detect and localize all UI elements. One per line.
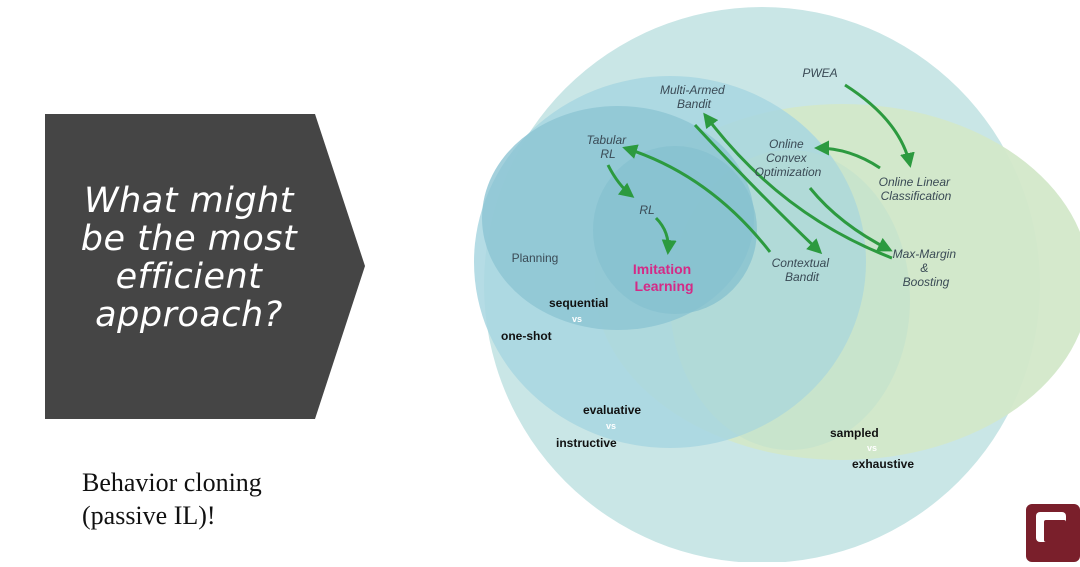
question-line: efficient [115, 257, 263, 297]
node-imitation-learning: Imitation Learning [633, 261, 695, 294]
arrow-mab-to-contextual [693, 123, 823, 255]
node-online-linear-classification: Online Linear Classification [879, 175, 954, 203]
axis-exhaustive: exhaustive [852, 457, 914, 471]
node-online-convex-optimization: Online Convex Optimization [755, 137, 822, 179]
question-line: approach? [95, 295, 283, 335]
university-logo [1024, 500, 1080, 562]
axis-vs-2: vs [606, 421, 616, 431]
node-pwea: PWEA [802, 66, 837, 80]
node-contextual-bandit: Contextual Bandit [772, 256, 833, 284]
arrow-oco-to-maxmargin [808, 187, 893, 252]
answer-text: Behavior cloning (passive IL)! [82, 466, 382, 532]
venn-diagram: Multi-Armed Bandit PWEA Tabular RL Onlin… [460, 0, 1080, 563]
axis-instructive: instructive [556, 436, 617, 450]
arrow-tabular-to-rl [606, 164, 635, 198]
axis-sampled: sampled [830, 426, 879, 440]
question-line: What might [83, 181, 295, 221]
axis-evaluative: evaluative [583, 403, 641, 417]
arrow-contextual-to-tabular [622, 144, 772, 253]
axis-vs-3: vs [867, 443, 877, 453]
node-multi-armed-bandit: Multi-Armed Bandit [660, 83, 728, 111]
arrow-pwea-to-olc [844, 83, 915, 168]
axis-sequential: sequential [549, 296, 608, 310]
arrow-maxmargin-to-mab [703, 112, 893, 260]
axis-vs-1: vs [572, 314, 582, 324]
node-max-margin-boosting: Max-Margin & Boosting [893, 247, 960, 289]
axis-one-shot: one-shot [501, 329, 552, 343]
question-line: be the most [80, 219, 298, 259]
answer-line: (passive IL)! [82, 501, 216, 530]
node-tabular-rl: Tabular RL [587, 133, 630, 161]
question-text: What might be the most efficient approac… [58, 182, 320, 334]
arrow-rl-to-il [654, 216, 677, 255]
answer-line: Behavior cloning [82, 468, 262, 497]
node-rl: RL [639, 203, 654, 217]
arrow-olc-to-oco [814, 140, 881, 170]
node-planning: Planning [512, 251, 559, 265]
question-chevron [45, 114, 365, 419]
